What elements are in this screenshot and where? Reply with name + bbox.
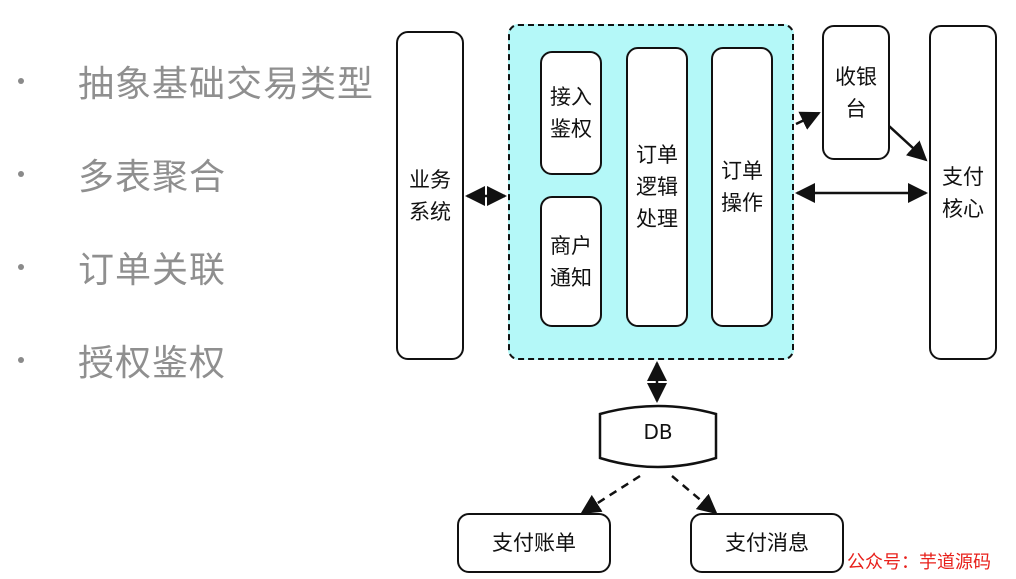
arrow-cashier-core [888, 125, 928, 162]
box-label: 操作 [721, 191, 763, 215]
db-cylinder-icon [598, 404, 718, 469]
bullet-text: 多表聚合 [78, 157, 227, 198]
bullet-dot-icon [18, 357, 24, 363]
payment-bill-box: 支付账单 [457, 513, 611, 573]
order-operation-box: 订单操作 [711, 47, 773, 327]
box-label: 台 [845, 96, 867, 121]
bullet-dot-icon [18, 264, 24, 270]
box-label: 接入 [550, 85, 592, 109]
bullet-text: 授权鉴权 [78, 343, 227, 384]
box-label: 订单 [721, 159, 763, 183]
box-label: 支付 [942, 164, 984, 189]
order-logic-box: 订单逻辑处理 [626, 47, 688, 327]
box-label: 业务 [409, 167, 451, 192]
watermark: 公众号：芋道源码 [847, 552, 991, 573]
box-label: 支付消息 [725, 531, 809, 555]
box-label: 支付账单 [492, 531, 576, 555]
bullet-text: 抽象基础交易类型 [78, 64, 375, 105]
box-label: 收银 [835, 64, 877, 89]
business-system-box: 业务系统 [396, 31, 464, 360]
cashier-box: 收银台 [822, 25, 890, 160]
access-auth-box: 接入鉴权 [540, 51, 602, 175]
box-label: 通知 [550, 265, 592, 290]
bullet-text: 订单关联 [78, 250, 227, 291]
merchant-notify-box: 商户通知 [540, 196, 602, 327]
box-label: 处理 [636, 207, 678, 231]
box-label: 系统 [409, 199, 451, 224]
arrow-group-cashier [795, 111, 821, 130]
bullet-dot-icon [18, 78, 24, 84]
box-label: 逻辑 [636, 175, 678, 199]
payment-core-box: 支付核心 [929, 25, 997, 360]
arrow-db-bill [580, 474, 641, 515]
box-label: 订单 [636, 143, 678, 167]
box-label: 商户 [550, 233, 592, 258]
box-label: 鉴权 [550, 117, 592, 141]
box-label: 核心 [942, 196, 984, 221]
bullet-dot-icon [18, 171, 24, 177]
db-label: DB [643, 420, 673, 444]
arrow-db-message [671, 475, 718, 515]
payment-message-box: 支付消息 [690, 513, 844, 573]
